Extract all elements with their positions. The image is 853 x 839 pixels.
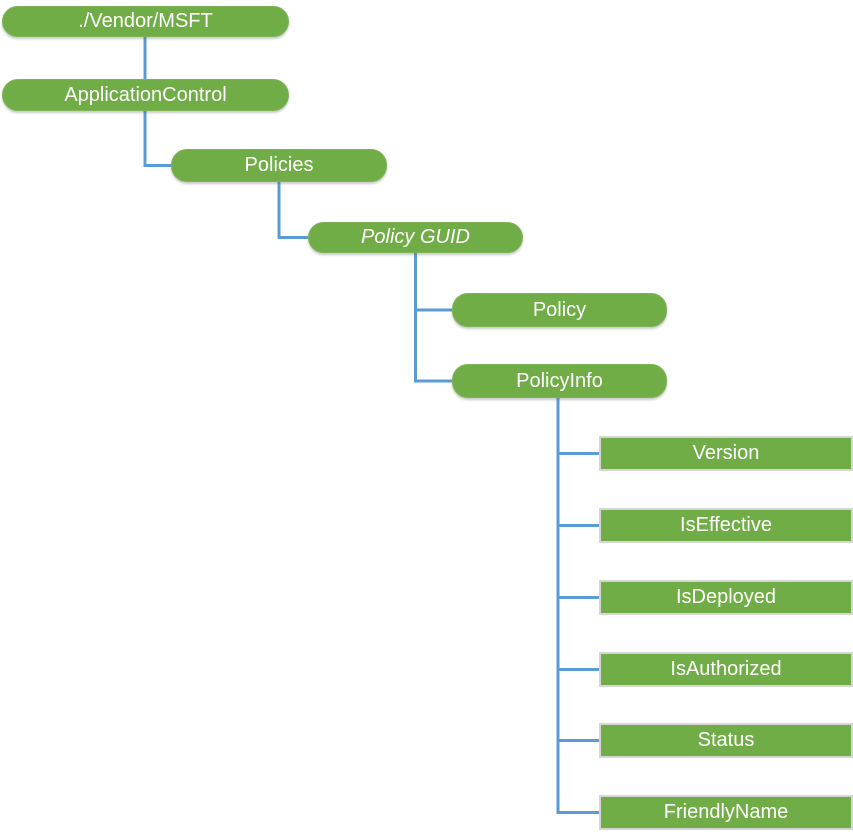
connector-policies-to-policyguid [277,182,308,239]
node-application-control: ApplicationControl [2,79,289,111]
node-version: Version [599,436,853,471]
connector-appcontrol-to-policies [143,111,171,167]
node-iseffective: IsEffective [599,508,853,543]
node-policy-info: PolicyInfo [452,364,667,398]
node-vendor-msft: ./Vendor/MSFT [2,6,289,37]
node-status: Status [599,723,853,758]
connector-policyguid-trunk [414,253,452,383]
node-isauthorized: IsAuthorized [599,652,853,687]
node-policy-guid: Policy GUID [308,222,523,253]
node-friendlyname: FriendlyName [599,795,853,830]
node-policy: Policy [452,293,667,327]
connector-policyinfo-trunk [556,398,599,814]
node-policies: Policies [171,149,387,182]
node-isdeployed: IsDeployed [599,580,853,615]
